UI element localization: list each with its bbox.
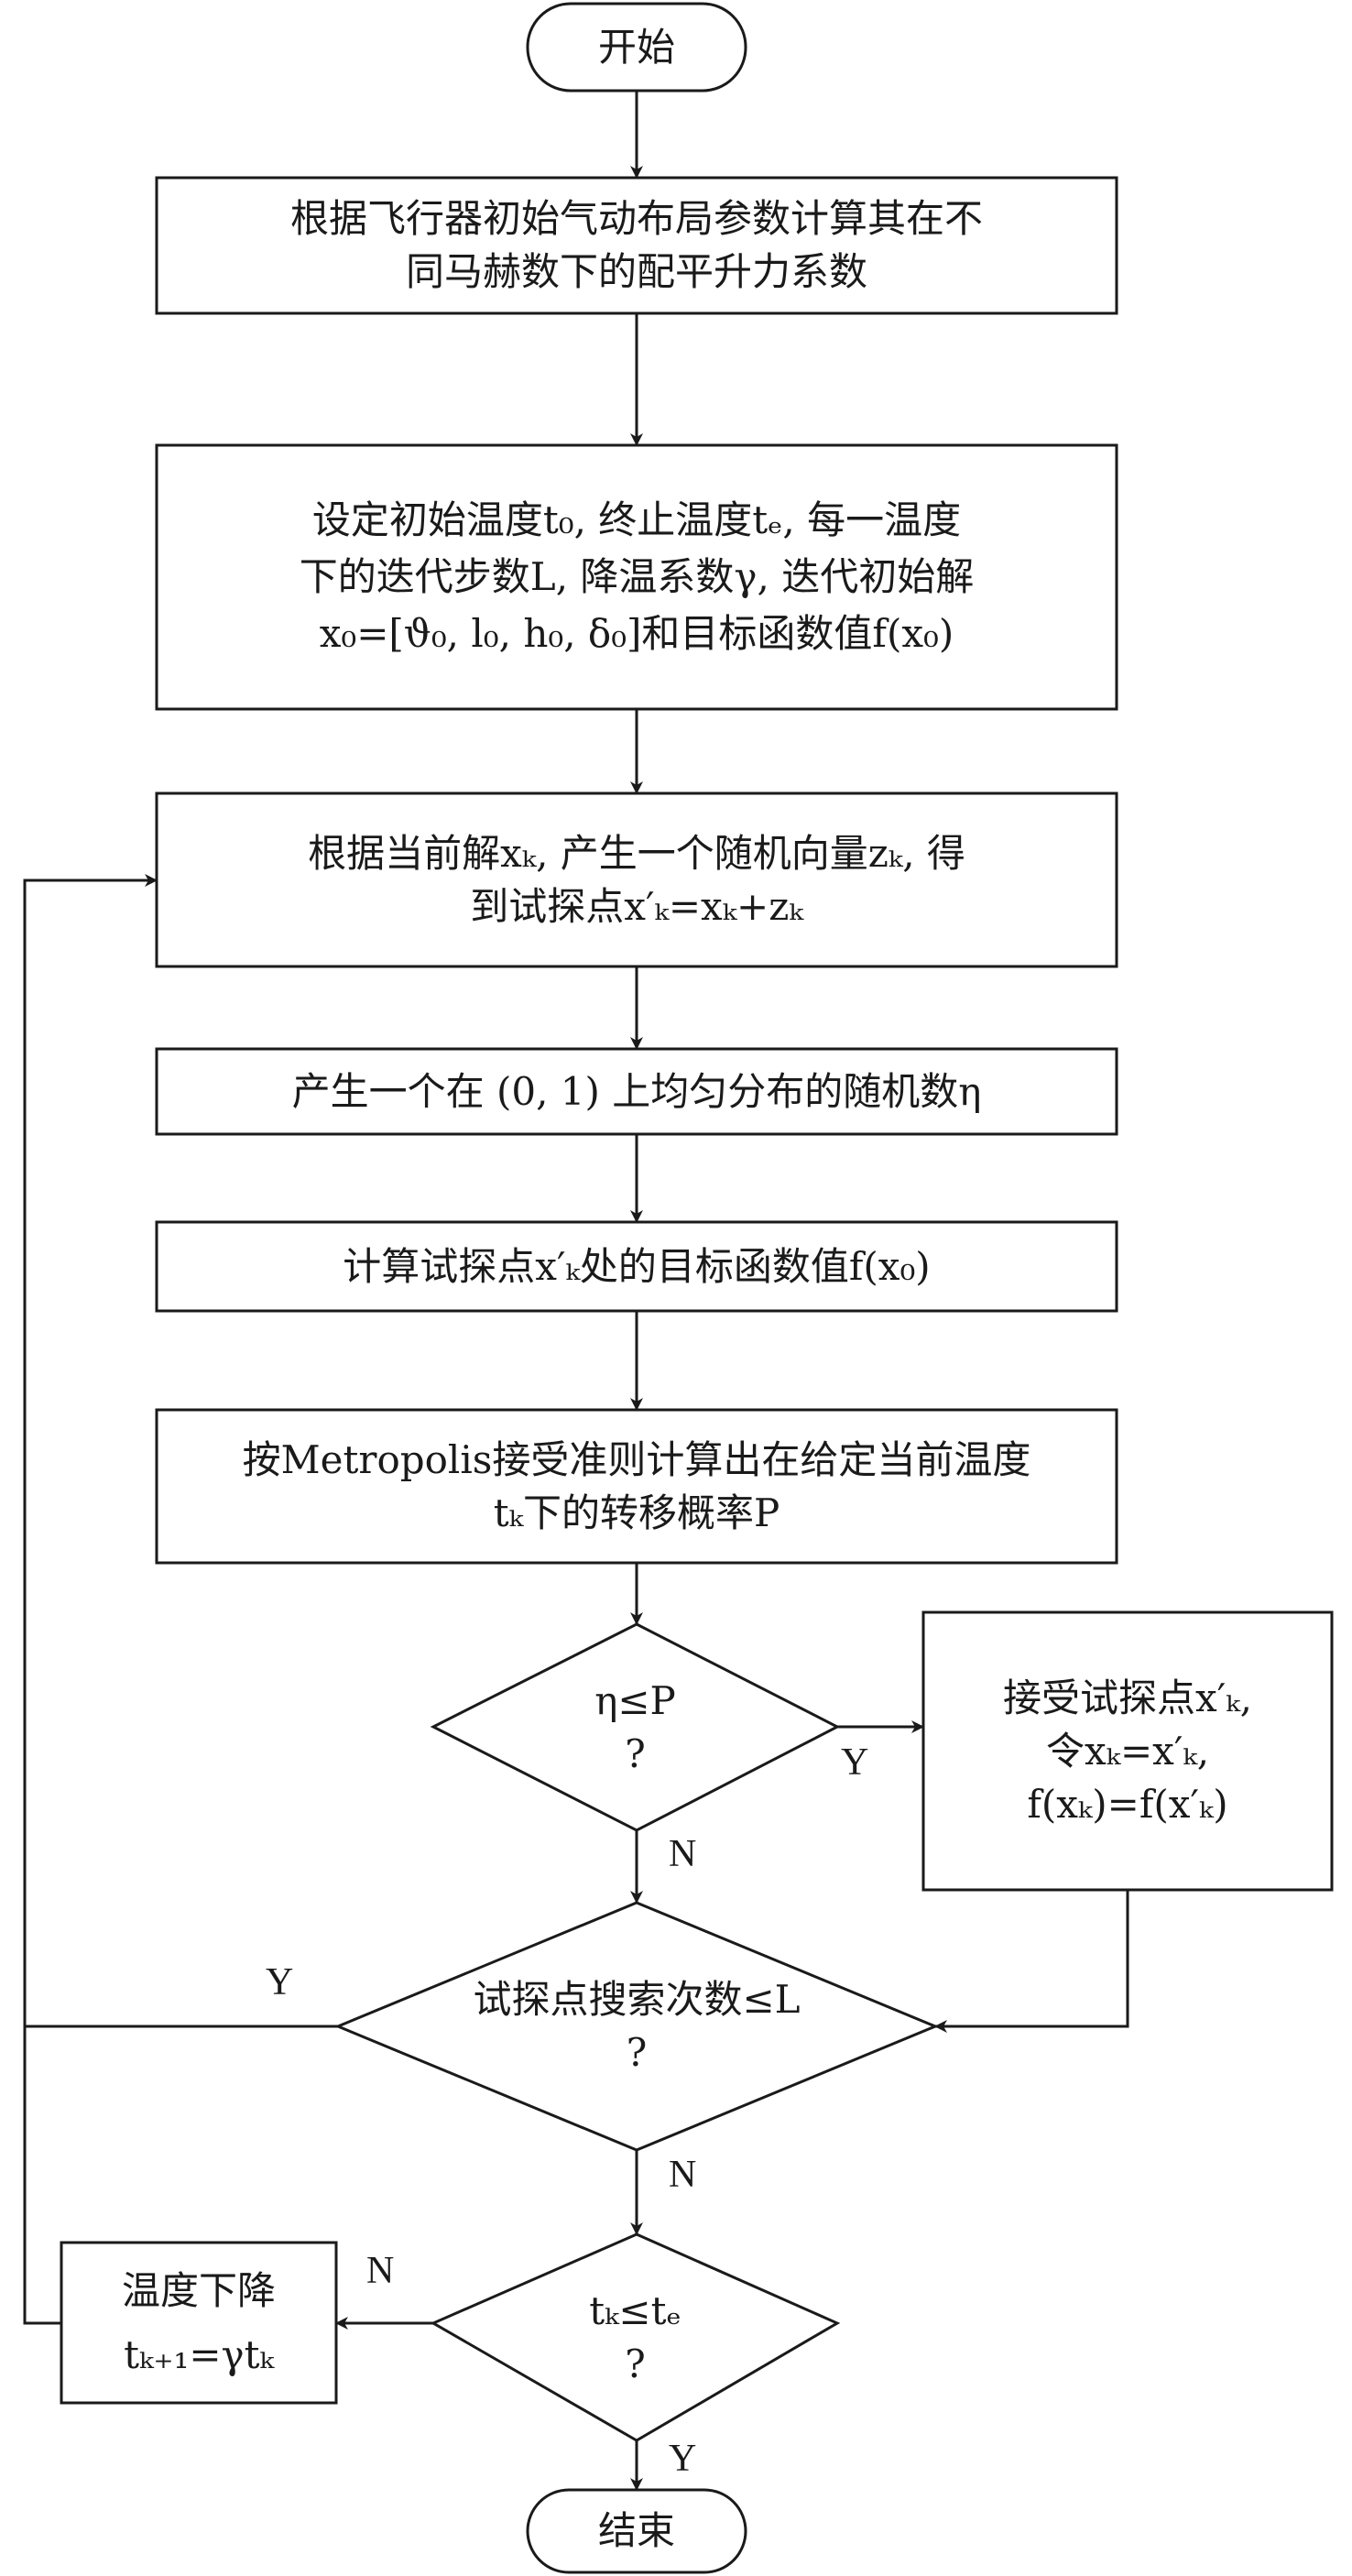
text-line: 产生一个在 (0, 1) 上均匀分布的随机数η xyxy=(291,1068,982,1114)
text-line: 根据飞行器初始气动布局参数计算其在不 xyxy=(289,196,983,241)
text-line: ? xyxy=(625,2341,646,2386)
edge-label-temp-no: N xyxy=(366,2250,395,2292)
edge-label-temp-yes: Y xyxy=(669,2438,697,2480)
text-line: 根据当前解xₖ, 产生一个随机向量zₖ, 得 xyxy=(308,830,965,876)
text-line: 温度下降 xyxy=(121,2267,276,2313)
text-line: x₀=[ϑ₀, l₀, h₀, δ₀]和目标函数值f(x₀) xyxy=(319,611,954,656)
text-line: 下的迭代步数L, 降温系数γ, 迭代初始解 xyxy=(299,554,975,599)
line-cooling-to-loop xyxy=(23,2026,61,2325)
trial-point-label: 根据当前解xₖ, 产生一个随机向量zₖ, 得 到试探点x′ₖ=xₖ+zₖ xyxy=(157,793,1117,966)
text-line: tₖ₊₁=γtₖ xyxy=(124,2331,274,2377)
text-line: 计算试探点x′ₖ处的目标函数值f(x₀) xyxy=(343,1243,931,1289)
accept-label: 接受试探点x′ₖ, 令xₖ=x′ₖ, f(xₖ)=f(x′ₖ) xyxy=(923,1612,1332,1890)
end-text: 结束 xyxy=(597,2508,675,2553)
text-line: tₖ下的转移概率P xyxy=(493,1490,780,1535)
edge-label-count-no: N xyxy=(669,2154,697,2196)
compute-lift-label: 根据飞行器初始气动布局参数计算其在不 同马赫数下的配平升力系数 xyxy=(157,178,1117,313)
start-text: 开始 xyxy=(597,24,675,70)
text-line: 设定初始温度t₀, 终止温度tₑ, 每一温度 xyxy=(311,497,962,542)
objective-label: 计算试探点x′ₖ处的目标函数值f(x₀) xyxy=(157,1222,1117,1311)
text-line: η≤P xyxy=(594,1677,676,1723)
end-label: 结束 xyxy=(528,2490,746,2572)
edge-label-accept-no: N xyxy=(669,1833,697,1875)
decision-accept-label: η≤P ? xyxy=(433,1624,837,1830)
arrow-count-loop-back xyxy=(23,874,338,2028)
text-line: ? xyxy=(626,2030,648,2075)
text-line: tₖ≤tₑ xyxy=(589,2287,681,2333)
text-line: 试探点搜索次数≤L xyxy=(473,1977,801,2022)
text-line: 同马赫数下的配平升力系数 xyxy=(405,249,867,294)
text-line: f(xₖ)=f(x′ₖ) xyxy=(1027,1781,1228,1827)
cooling-label: 温度下降 tₖ₊₁=γtₖ xyxy=(61,2243,336,2403)
random-number-label: 产生一个在 (0, 1) 上均匀分布的随机数η xyxy=(157,1049,1117,1134)
decision-count-label: 试探点搜索次数≤L ? xyxy=(338,1903,935,2150)
text-line: 按Metropolis接受准则计算出在给定当前温度 xyxy=(242,1436,1031,1482)
decision-temp-label: tₖ≤tₑ ? xyxy=(433,2234,837,2440)
edge-label-accept-yes: Y xyxy=(841,1741,869,1784)
text-line: ? xyxy=(625,1730,646,1776)
start-label: 开始 xyxy=(528,4,746,91)
edge-label-count-yes: Y xyxy=(266,1961,294,2003)
init-params-label: 设定初始温度t₀, 终止温度tₑ, 每一温度 下的迭代步数L, 降温系数γ, 迭… xyxy=(157,445,1117,709)
metropolis-label: 按Metropolis接受准则计算出在给定当前温度 tₖ下的转移概率P xyxy=(157,1410,1117,1563)
text-line: 接受试探点x′ₖ, xyxy=(1003,1675,1252,1720)
arrow-accept-to-count xyxy=(934,1890,1129,2033)
text-line: 到试探点x′ₖ=xₖ+zₖ xyxy=(470,883,803,929)
text-line: 令xₖ=x′ₖ, xyxy=(1045,1728,1210,1774)
